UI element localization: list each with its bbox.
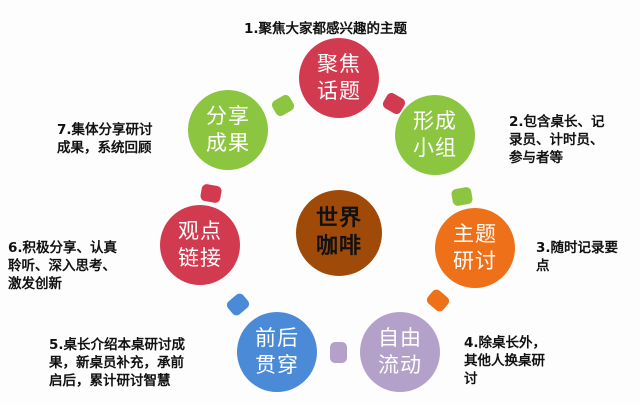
node-label: 话题 — [317, 79, 361, 103]
node-label: 形成 — [413, 109, 457, 133]
node-label: 聚焦 — [317, 52, 361, 76]
note-6: 6.积极分享、认真 聆听、深入思考、 激发创新 — [8, 240, 118, 292]
node-label: 自由 — [378, 326, 422, 350]
connector-green-1 — [450, 186, 474, 207]
center-line1: 世界 — [315, 206, 362, 231]
connector-red-2 — [199, 183, 223, 204]
note-5: 5.桌长介绍本桌研讨成 果，新桌员补充，承前 启后，累计研讨智慧 — [49, 337, 186, 389]
node-idea-linking: 观点 链接 — [160, 205, 240, 285]
connector-orange — [424, 287, 452, 314]
node-focus-topic: 聚焦 话题 — [299, 38, 379, 118]
node-label: 分享 — [206, 104, 250, 128]
node-label: 流动 — [378, 353, 422, 377]
connector-blue — [224, 291, 252, 318]
node-share-results: 分享 成果 — [188, 90, 268, 170]
node-label: 主题 — [453, 222, 497, 246]
node-label: 观点 — [178, 219, 222, 243]
connector-purple — [330, 342, 347, 363]
note-4: 4.除桌长外， 其他人换桌研 讨 — [464, 335, 547, 387]
node-form-group: 形成 小组 — [395, 95, 475, 175]
center-line2: 咖啡 — [315, 234, 362, 259]
node-label: 成果 — [206, 131, 250, 155]
node-label: 小组 — [413, 136, 457, 160]
connector-green-2 — [270, 93, 296, 118]
node-label: 贯穿 — [255, 353, 299, 377]
note-3: 3.随时记录要 点 — [536, 240, 619, 274]
node-label: 前后 — [255, 326, 299, 350]
note-1: 1.聚焦大家都感兴趣的主题 — [244, 21, 408, 37]
node-topic-discussion: 主题 研讨 — [435, 208, 515, 288]
node-free-flow: 自由 流动 — [360, 312, 440, 392]
node-continuity: 前后 贯穿 — [237, 312, 317, 392]
note-2: 2.包含桌长、记 录员、计时员、 参与者等 — [509, 114, 605, 166]
node-label: 研讨 — [453, 249, 497, 273]
center-circle-world-cafe: 世界 咖啡 — [296, 190, 382, 276]
node-label: 链接 — [178, 246, 222, 270]
note-7: 7.集体分享研讨 成果，系统回顾 — [57, 122, 153, 156]
